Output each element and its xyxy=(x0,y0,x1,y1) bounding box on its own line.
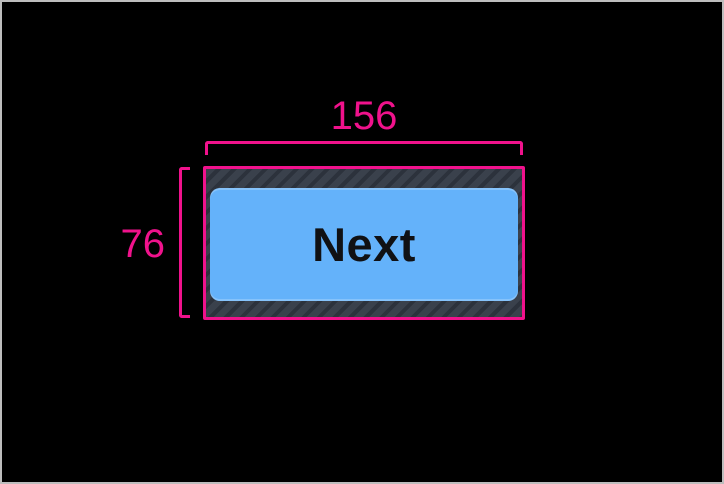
height-measurement-bracket xyxy=(179,167,190,318)
touch-target-region[interactable]: Next xyxy=(203,166,525,320)
next-button[interactable]: Next xyxy=(210,188,518,301)
width-dimension-label: 156 xyxy=(330,94,398,138)
height-dimension-label: 76 xyxy=(120,222,166,266)
next-button-label: Next xyxy=(312,218,416,271)
width-measurement-bracket xyxy=(205,141,523,155)
